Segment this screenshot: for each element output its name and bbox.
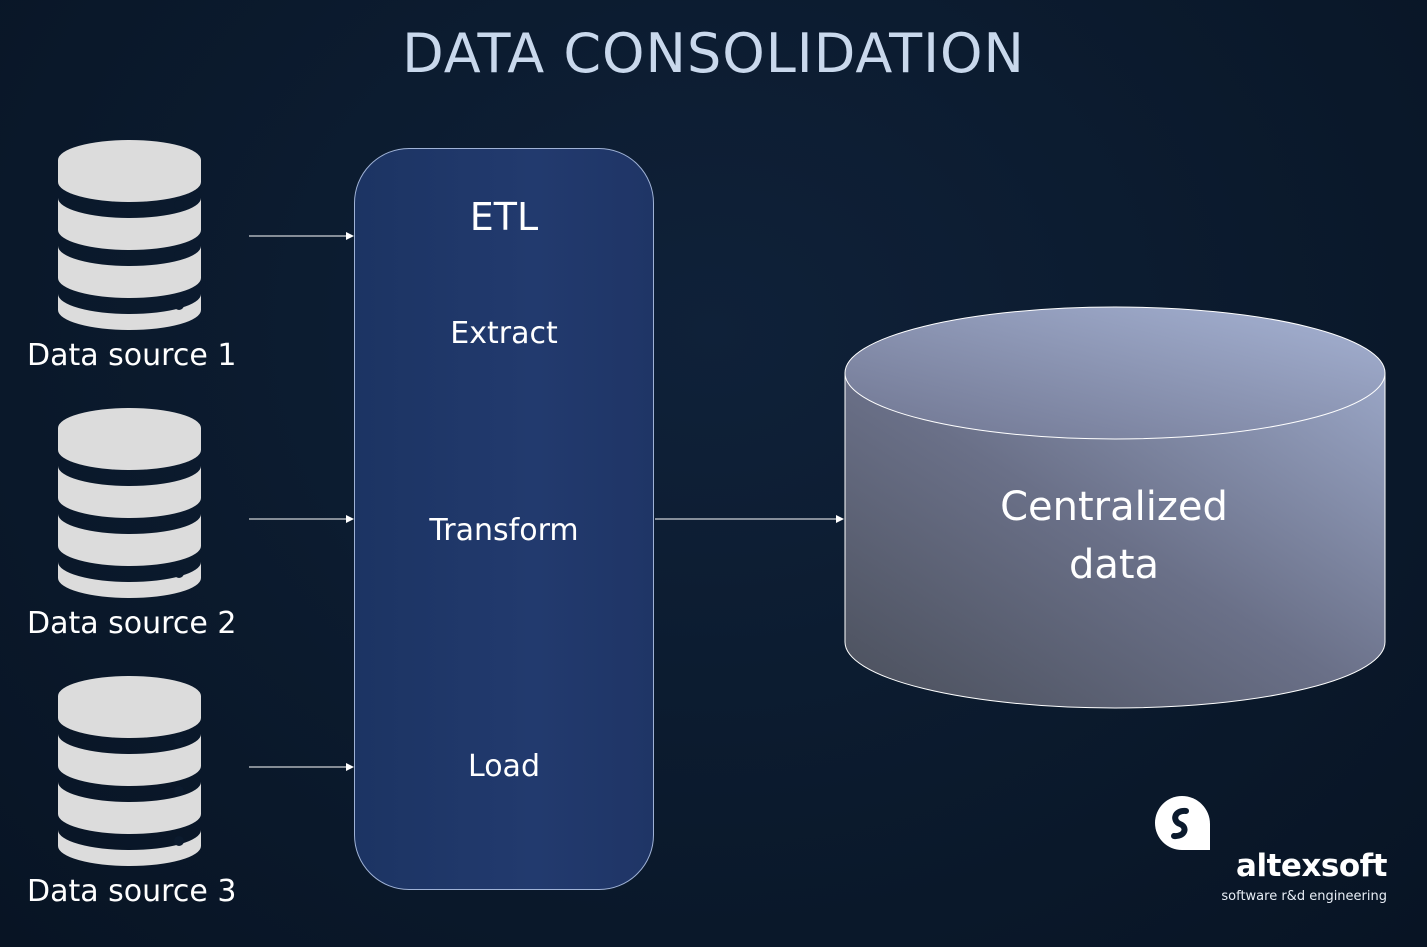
data-source-label-1: Data source 1 (27, 338, 237, 373)
data-source-label-2: Data source 2 (27, 606, 237, 641)
etl-box: ETL Extract Transform Load (354, 148, 654, 890)
etl-step-load: Load (468, 749, 540, 784)
etl-title: ETL (469, 195, 539, 239)
database-icon (58, 676, 201, 866)
brand-name: altexsoft (1236, 848, 1387, 884)
etl-step-transform: Transform (429, 513, 579, 548)
centralized-data-line-2: data (1068, 542, 1160, 588)
page-title: DATA CONSOLIDATION (402, 22, 1025, 85)
brand-tagline: software r&d engineering (1221, 889, 1387, 904)
centralized-data-line-1: Centralized (1000, 484, 1228, 530)
altexsoft-logo-icon (1155, 796, 1210, 850)
data-source-label-3: Data source 3 (27, 874, 237, 909)
database-icon (58, 408, 201, 598)
cylinder-storage-icon (844, 306, 1386, 709)
centralized-data-label: Centralized data (900, 478, 1328, 594)
etl-step-extract: Extract (450, 316, 558, 351)
database-icon (58, 140, 201, 330)
